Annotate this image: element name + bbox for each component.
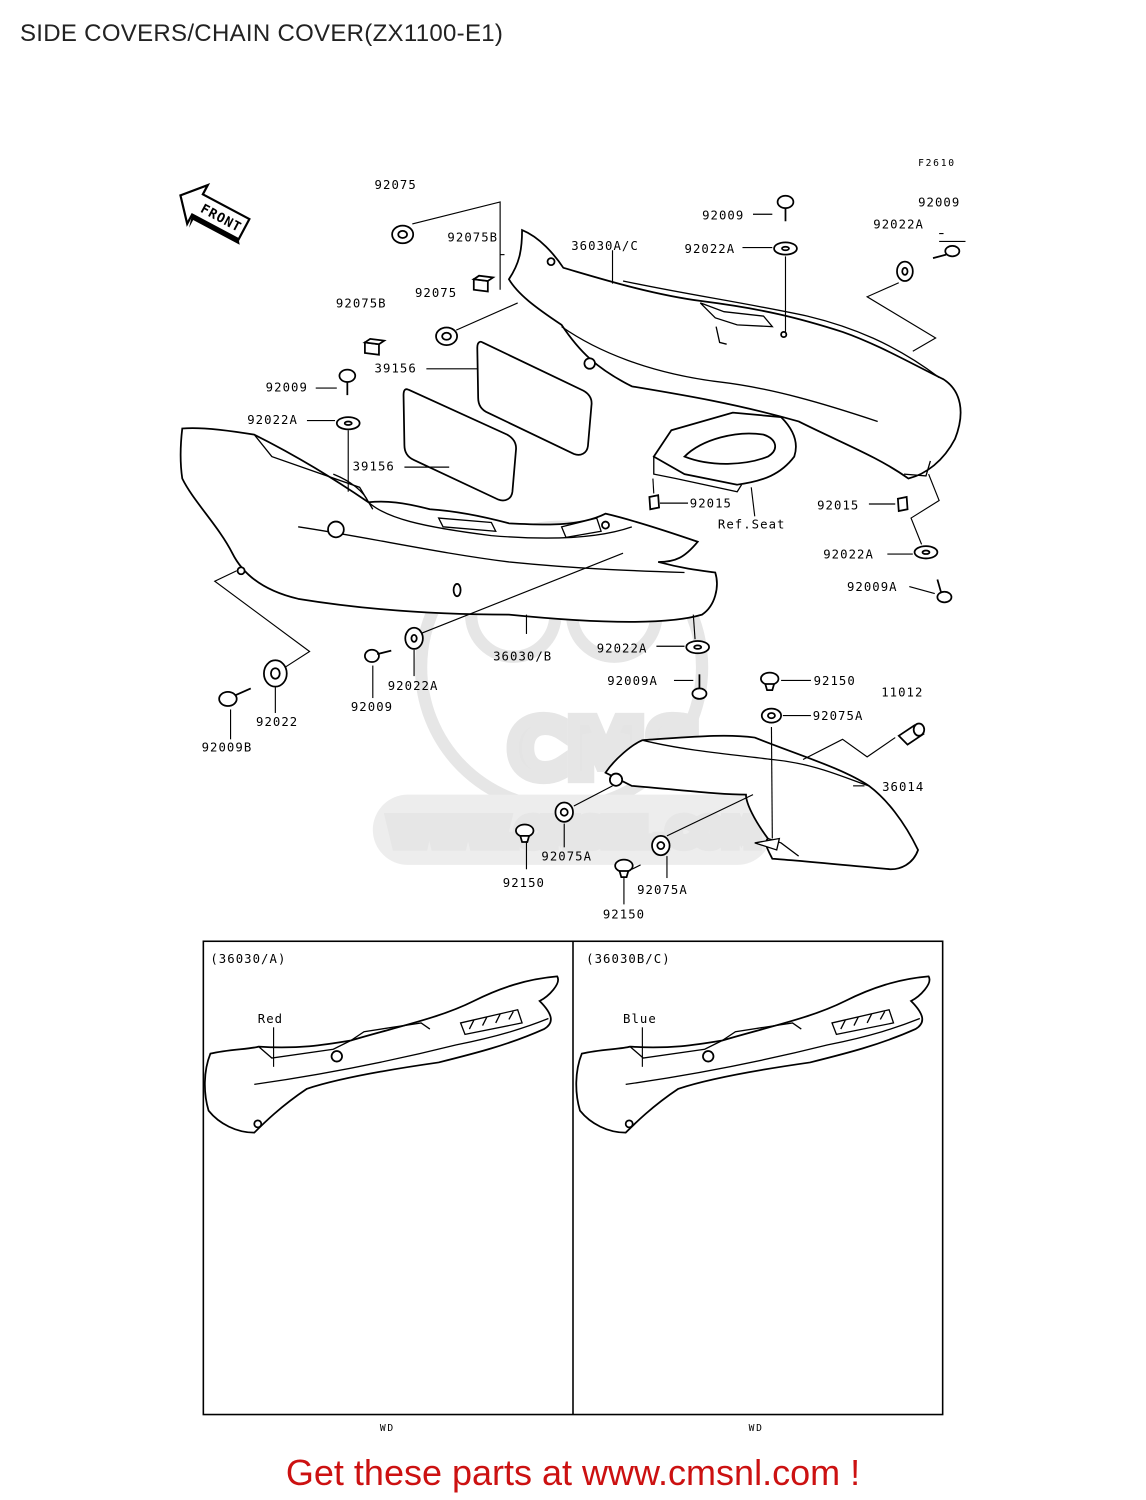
part-label: 92022A	[247, 413, 298, 427]
part-label: 92022A	[873, 217, 924, 231]
part-label: 39156	[353, 460, 395, 474]
part-label: 92009A	[607, 674, 658, 688]
part-label: 36014	[882, 780, 924, 794]
part-label: 92022A	[685, 242, 736, 256]
shop-link[interactable]: Get these parts at www.cmsnl.com !	[285, 1452, 861, 1493]
part-label: 92015	[817, 498, 859, 512]
part-label: 92009	[351, 700, 393, 714]
part-label: 92075B	[336, 296, 387, 310]
part-label: 92150	[603, 907, 645, 921]
variant-left-cover	[204, 975, 559, 1134]
part-label: 92075B	[447, 230, 498, 244]
variant-left-title: (36030/A)	[210, 952, 286, 966]
watermark-url: WWW.CMSNL.COM	[391, 813, 759, 854]
part-label: 92009	[266, 381, 308, 395]
part-label: 11012	[881, 685, 923, 699]
part-label: 92009B	[202, 741, 253, 755]
variant-right-color: Blue	[623, 1012, 657, 1026]
variant-left: (36030/A) Red WD	[204, 952, 559, 1434]
part-label: 92022A	[597, 641, 648, 655]
part-label: 92150	[503, 876, 545, 890]
front-arrow-icon: FRONT	[179, 182, 251, 245]
part-label: 92075A	[637, 883, 688, 897]
part-label: 92009A	[847, 580, 898, 594]
lower-side-cover	[179, 427, 718, 623]
grommet-a-part	[554, 707, 782, 857]
part-labels: 92075 92075B 92075 92075B 39156 39156 92…	[202, 178, 960, 922]
seat-reference	[652, 411, 797, 493]
part-label: 36030A/C	[571, 239, 639, 253]
variant-right-title: (36030B/C)	[586, 952, 670, 966]
part-label: 92075	[415, 286, 457, 300]
variant-left-footnote: WD	[380, 1423, 395, 1434]
variant-right: (36030B/C) Blue WD	[575, 952, 931, 1434]
clip-part	[648, 494, 909, 513]
part-label: 92022	[256, 715, 298, 729]
spacer-part	[897, 722, 926, 746]
part-label: 92022A	[823, 547, 874, 561]
variant-left-color: Red	[258, 1012, 283, 1026]
pad-upper	[476, 340, 593, 456]
part-label: 92009	[702, 209, 744, 223]
page-title: SIDE COVERS/CHAIN COVER(ZX1100-E1)	[20, 20, 504, 47]
variant-right-cover	[575, 975, 931, 1134]
figure-code: F2610	[918, 158, 956, 169]
grommet-part	[391, 224, 458, 346]
part-label: 92075	[375, 178, 417, 192]
collar-part	[515, 671, 780, 879]
part-label: 92150	[814, 674, 856, 688]
rubber-block-part	[362, 274, 496, 356]
washer-part	[263, 241, 939, 688]
part-label: 92075A	[541, 849, 592, 863]
variant-right-footnote: WD	[749, 1423, 764, 1434]
part-label: 92015	[690, 497, 732, 511]
part-label: 92022A	[388, 679, 439, 693]
parts-diagram: CMS WWW.CMSNL.COM FRONT F2610	[179, 158, 966, 1434]
leader-lines	[213, 201, 966, 905]
part-label: 92075A	[813, 709, 864, 723]
part-label: Ref.Seat	[718, 518, 786, 532]
upper-side-cover	[507, 228, 962, 480]
part-label: 92009	[918, 195, 960, 209]
bolt-part	[218, 194, 961, 707]
part-label: 36030/B	[493, 649, 552, 663]
pad-lower	[402, 388, 517, 502]
part-label: 39156	[375, 361, 417, 375]
